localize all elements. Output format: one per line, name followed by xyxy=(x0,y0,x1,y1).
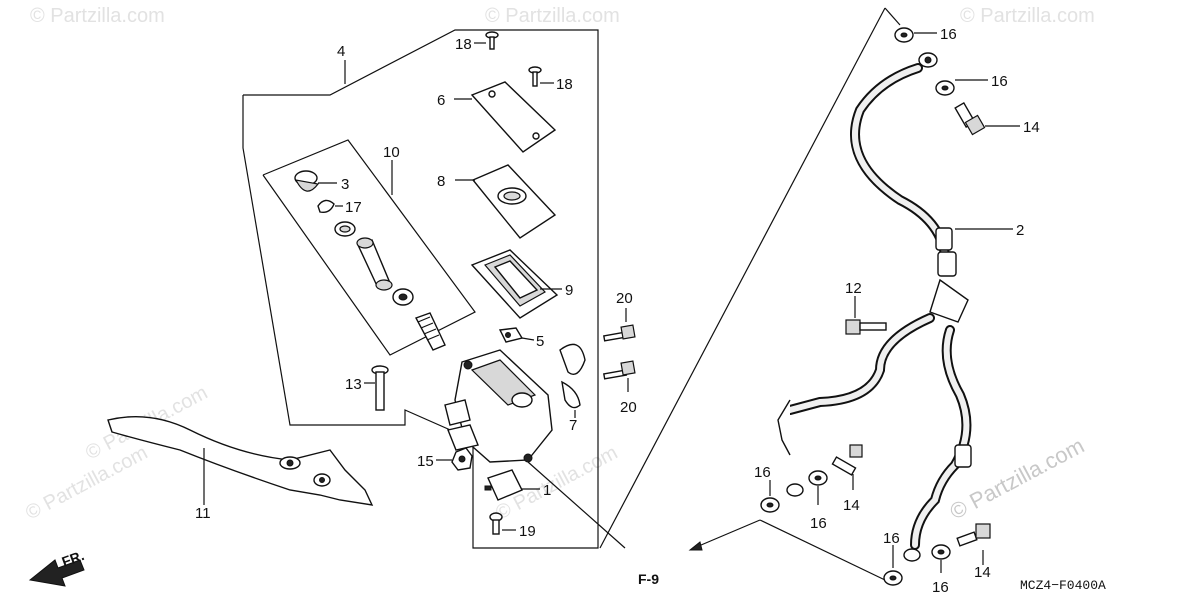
callout-16-top-a: 16 xyxy=(940,26,957,43)
watermark-faint-2: © Partzilla.com xyxy=(485,5,620,27)
piston xyxy=(356,237,393,291)
callout-16-bottom-right: 16 xyxy=(932,579,949,596)
washer-16-bottom-right xyxy=(931,544,951,560)
diagram-code: MCZ4−F0400A xyxy=(1020,578,1106,593)
piston-seal xyxy=(334,221,356,237)
holder-7 xyxy=(559,343,586,409)
stop-switch-1 xyxy=(484,469,523,501)
diaphragm-9 xyxy=(470,249,559,319)
brake-lever-11 xyxy=(107,416,374,506)
bolt-12 xyxy=(845,319,887,335)
watermark-faint-1: © Partzilla.com xyxy=(30,5,165,27)
bolt-14-top xyxy=(954,102,986,136)
callout-5: 5 xyxy=(536,333,544,350)
reference-lines xyxy=(527,7,901,581)
callout-14-bottom: 14 xyxy=(974,564,991,581)
master-cylinder-body xyxy=(444,349,553,463)
callout-15: 15 xyxy=(417,453,434,470)
callout-9: 9 xyxy=(565,282,573,299)
callout-20-lower: 20 xyxy=(620,399,637,416)
callout-12: 12 xyxy=(845,280,862,297)
circlip-17 xyxy=(317,199,335,214)
callout-6: 6 xyxy=(437,92,445,109)
reference-mark-f9: F-9 xyxy=(638,571,659,587)
callout-1: 1 xyxy=(543,482,551,499)
callout-11: 11 xyxy=(195,505,211,522)
spring xyxy=(415,312,446,351)
bolt-20-upper xyxy=(603,324,636,342)
callout-18-right: 18 xyxy=(556,76,573,93)
callout-14-mid: 14 xyxy=(843,497,860,514)
screw-18-right xyxy=(528,66,542,87)
boot-3 xyxy=(294,170,320,192)
pivot-bolt-13 xyxy=(371,365,389,411)
washer-16-top-b xyxy=(935,80,955,96)
callout-3: 3 xyxy=(341,176,349,193)
callout-20-upper: 20 xyxy=(616,290,633,307)
bolt-20-lower xyxy=(603,360,636,380)
washer-16-bottom xyxy=(883,570,903,586)
callout-16-bottom: 16 xyxy=(883,530,900,547)
callout-10: 10 xyxy=(383,144,400,161)
watermark-faint-3: © Partzilla.com xyxy=(960,5,1095,27)
callout-16-lower-left: 16 xyxy=(754,464,771,481)
callout-17: 17 xyxy=(345,199,362,216)
callout-19: 19 xyxy=(519,523,536,540)
callout-16-top-b: 16 xyxy=(991,73,1008,90)
callout-7: 7 xyxy=(569,417,577,434)
primary-cup xyxy=(392,288,414,306)
front-arrow-label: FR. xyxy=(60,547,87,570)
reservoir-cover-6 xyxy=(470,81,557,153)
clip-5 xyxy=(498,327,524,343)
callout-13: 13 xyxy=(345,376,362,393)
bolt-14-bottom xyxy=(956,523,991,547)
callout-16-lower-mid: 16 xyxy=(810,515,827,532)
screw-18-top xyxy=(485,31,499,50)
callout-18-top: 18 xyxy=(455,36,472,53)
nut-15 xyxy=(451,447,473,471)
callout-8: 8 xyxy=(437,173,445,190)
washer-16-lower-left xyxy=(760,497,780,513)
diaphragm-plate-8 xyxy=(471,164,557,239)
callout-4: 4 xyxy=(337,43,345,60)
callout-2: 2 xyxy=(1016,222,1024,239)
callout-14-top: 14 xyxy=(1023,119,1040,136)
bolt-14-mid xyxy=(831,444,863,476)
assembly-outline xyxy=(242,29,599,549)
brake-hose-2 xyxy=(777,52,972,562)
front-direction-arrow xyxy=(28,559,85,587)
washer-16-top-a xyxy=(894,27,914,43)
piston-kit-box xyxy=(262,139,476,356)
screw-19 xyxy=(489,512,503,535)
washer-16-lower-mid xyxy=(808,470,828,486)
